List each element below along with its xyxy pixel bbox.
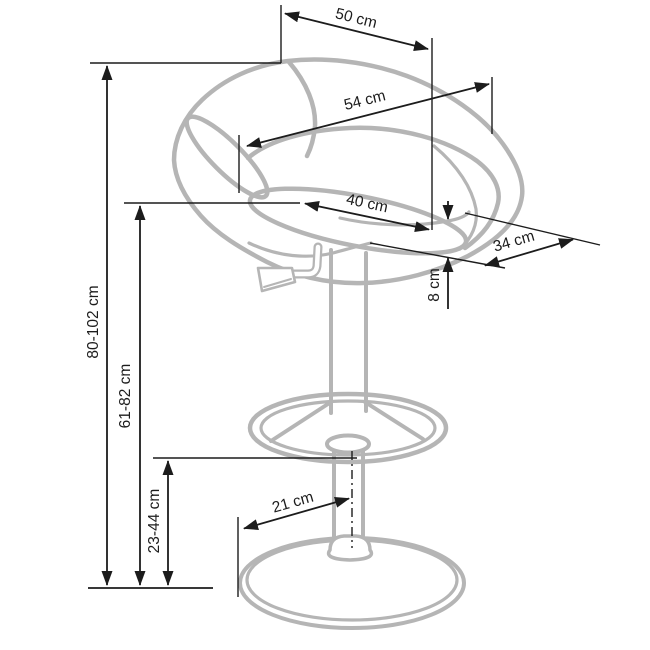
dimension-annotations: 80-102 cm 61-82 cm 23-44 cm 50 cm 54 cm [85,5,601,597]
seat-cushion [247,186,469,256]
dim-seat-height-label: 61-82 cm [117,364,134,429]
footrest-ring [247,391,449,541]
backrest-right-seam [432,144,478,251]
footrest-ring-inner [259,399,437,457]
base-dome [238,534,466,630]
dim-seat-depth-line [484,238,574,267]
lever-paddle-seam [263,278,292,288]
dim-seat-depth-ext-top [464,212,601,246]
dim-seat-inner-width-line [304,200,430,233]
lever-arm-core [291,244,321,277]
footrest-ring-outer [247,391,449,465]
chair-drawing [171,57,525,630]
ring-spoke-right [363,400,425,441]
gas-lift-lever [256,242,323,293]
dim-seat-depth-ext-bottom [369,242,506,269]
dim-seat-diameter-line [246,82,490,148]
armrest-hole [184,114,270,200]
dim-seat-depth: 34 cm [369,212,601,269]
dim-footrest-height-label: 23-44 cm [146,489,163,554]
dim-seat-diameter-label: 54 cm [342,87,387,114]
dim-seat-height: 61-82 cm [117,202,300,586]
dim-seat-diameter: 54 cm [238,77,493,193]
dim-backrest-width-line [284,11,429,51]
dim-cushion-thickness: 8 cm [426,201,454,309]
dim-base-radius-label: 21 cm [270,489,315,517]
base-collar [326,534,374,562]
dim-base-radius-line [243,497,350,530]
ring-spoke-left [269,400,333,443]
pole-upper [329,248,368,415]
dim-overall-height-label: 80-102 cm [85,285,102,358]
dim-overall-height: 80-102 cm [85,62,281,586]
dim-cushion-thickness-label: 8 cm [426,268,443,302]
ring-hub-collar [325,433,371,455]
dim-footrest-height: 23-44 cm [146,457,357,586]
backrest-seam [286,59,318,159]
